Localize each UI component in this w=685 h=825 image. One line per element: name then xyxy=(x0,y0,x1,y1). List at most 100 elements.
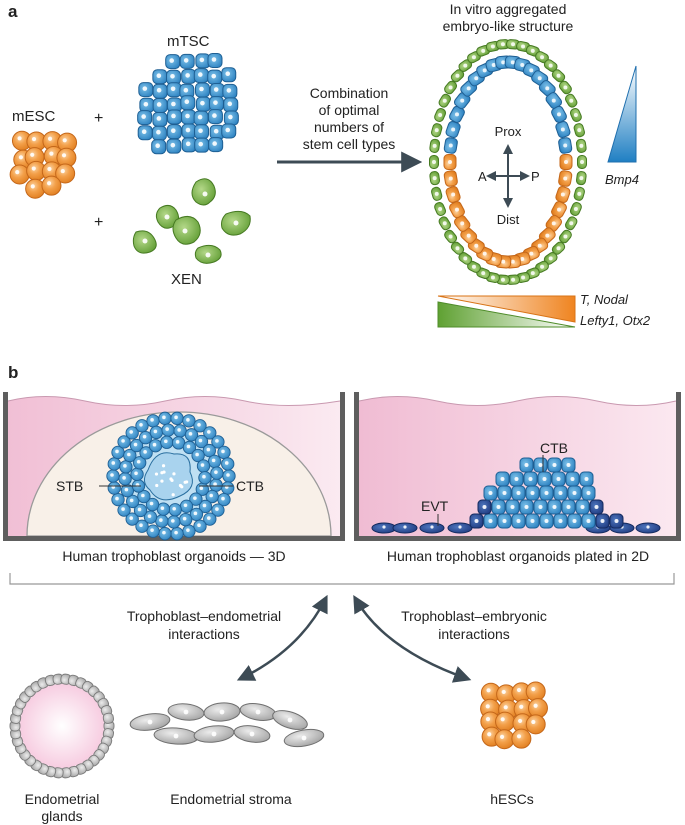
nucleus xyxy=(197,114,203,120)
nucleus xyxy=(212,141,217,146)
nucleus xyxy=(170,128,176,133)
lefty1-otx2-label: Lefty1, Otx2 xyxy=(580,313,651,328)
nucleus xyxy=(556,73,561,78)
nucleus xyxy=(164,214,170,220)
nucleus xyxy=(47,166,52,172)
nucleus xyxy=(46,181,52,186)
stb-label: STB xyxy=(56,478,83,494)
nucleus xyxy=(518,718,523,724)
nucleus xyxy=(529,68,534,73)
nucleus xyxy=(255,709,261,715)
nucleus xyxy=(174,415,178,420)
nucleus xyxy=(521,275,526,280)
nucleus xyxy=(185,141,191,147)
nucleus xyxy=(147,719,153,725)
nucleus xyxy=(221,496,225,501)
nucleus xyxy=(530,519,535,523)
nucleus xyxy=(171,101,176,107)
nucleus xyxy=(558,491,563,495)
nucleus xyxy=(563,143,568,148)
nucleus xyxy=(162,530,166,535)
nucleus xyxy=(198,141,204,147)
endometrial-stroma-cells xyxy=(129,702,325,748)
hesc-cell xyxy=(495,711,516,732)
nucleus xyxy=(213,87,219,92)
nucleus xyxy=(455,73,460,78)
nucleus xyxy=(123,464,127,468)
nucleus xyxy=(485,704,490,709)
hesc-cell xyxy=(511,728,532,749)
nucleus xyxy=(501,689,506,695)
stb-nucleus xyxy=(160,479,164,483)
nucleus xyxy=(540,264,545,269)
nucleus xyxy=(214,470,218,474)
nucleus xyxy=(162,415,166,420)
nucleus xyxy=(186,528,190,532)
nucleus xyxy=(226,88,232,93)
nucleus xyxy=(646,525,650,529)
nucleus xyxy=(577,128,582,133)
nucleus xyxy=(142,238,148,244)
nucleus xyxy=(197,422,201,427)
nucleus xyxy=(569,98,574,103)
nucleus xyxy=(129,430,133,434)
nucleus xyxy=(173,733,179,739)
nucleus xyxy=(572,519,577,523)
nucleus xyxy=(175,440,180,444)
stb-nucleus xyxy=(169,477,173,481)
nucleus xyxy=(455,246,460,251)
nucleus xyxy=(430,525,434,529)
nucleus xyxy=(482,68,487,73)
nucleus xyxy=(15,170,20,175)
nucleus xyxy=(199,486,204,491)
nucleus xyxy=(212,113,217,118)
hescs-label: hESCs xyxy=(490,791,534,807)
nucleus xyxy=(170,142,176,148)
nucleus xyxy=(474,243,479,248)
nucleus xyxy=(183,58,189,63)
nucleus xyxy=(463,63,468,68)
nucleus xyxy=(225,127,231,133)
nucleus xyxy=(199,86,204,92)
evt-label: EVT xyxy=(421,498,449,514)
nucleus xyxy=(531,687,536,692)
t-nodal-gradient-wedge xyxy=(437,295,576,323)
nucleus xyxy=(213,482,217,486)
svg-text:Trophoblast–endometrial: Trophoblast–endometrial xyxy=(127,608,281,624)
nucleus xyxy=(451,127,456,132)
mesc-cell xyxy=(55,163,76,184)
nucleus xyxy=(174,530,178,535)
stb-syncytium xyxy=(144,452,193,501)
nucleus xyxy=(500,277,505,282)
svg-text:Endometrial: Endometrial xyxy=(25,791,100,807)
nucleus xyxy=(557,207,562,212)
nucleus xyxy=(226,473,230,477)
nucleus xyxy=(150,418,154,422)
nucleus xyxy=(287,717,293,723)
xen-label: XEN xyxy=(171,271,202,288)
hesc-cluster xyxy=(480,681,548,750)
nucleus xyxy=(563,176,568,181)
nucleus xyxy=(463,256,468,261)
stb-nucleus xyxy=(180,485,184,489)
nucleus xyxy=(215,507,219,511)
nucleus xyxy=(183,709,189,715)
mesc-cell xyxy=(41,175,62,196)
nucleus xyxy=(156,102,162,107)
nucleus xyxy=(448,143,453,148)
nucleus xyxy=(183,503,188,508)
nucleus xyxy=(516,519,521,523)
nucleus xyxy=(448,85,453,90)
svg-text:Trophoblast–embryonic: Trophoblast–embryonic xyxy=(401,608,547,624)
nucleus xyxy=(530,271,535,276)
mesc-label: mESC xyxy=(12,108,56,125)
svg-text:stem cell types: stem cell types xyxy=(303,136,396,152)
svg-text:Combination: Combination xyxy=(310,85,389,101)
nucleus xyxy=(172,506,176,511)
t-nodal-label: T, Nodal xyxy=(580,292,629,307)
nucleus xyxy=(156,87,162,93)
nucleus xyxy=(205,252,211,258)
nucleus xyxy=(60,169,65,174)
nucleus xyxy=(514,477,519,481)
nucleus xyxy=(566,505,571,509)
